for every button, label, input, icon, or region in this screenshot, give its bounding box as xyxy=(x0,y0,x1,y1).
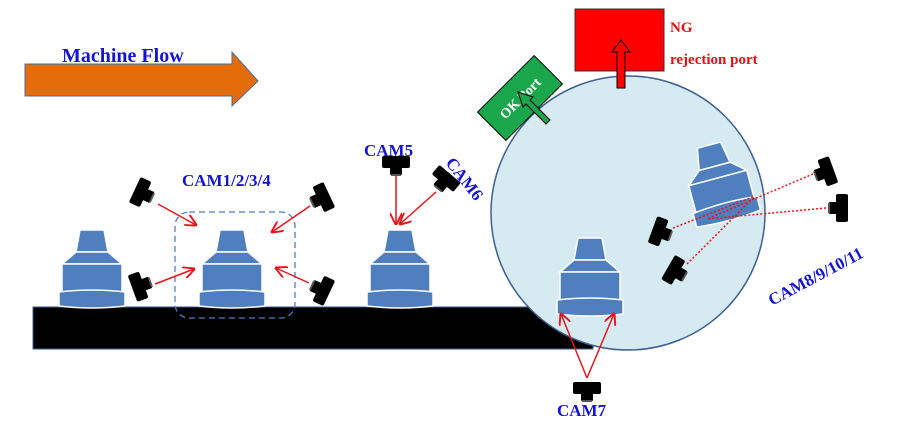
cam891011-label: CAM8/9/10/11 xyxy=(765,244,866,310)
ray-cam9 xyxy=(686,195,756,265)
ray-cam3 xyxy=(272,205,311,232)
camera-5 xyxy=(382,156,410,176)
bottle-3 xyxy=(366,229,434,309)
camera-1 xyxy=(128,176,159,211)
ray-cam7-left xyxy=(561,314,588,379)
camera-10 xyxy=(809,156,839,190)
machine-flow-label: Machine Flow xyxy=(62,45,184,67)
cam1234-label: CAM1/2/3/4 xyxy=(182,171,271,190)
camera-2 xyxy=(127,268,157,302)
inspection-zone xyxy=(174,211,296,319)
machine-flow-arrow xyxy=(24,50,259,108)
ray-cam7-right xyxy=(586,314,614,379)
ok-direction-arrow xyxy=(517,91,551,125)
ray-cam6 xyxy=(400,191,437,224)
camera-7 xyxy=(573,382,601,402)
conveyor-belt xyxy=(32,306,594,350)
ray-cam1 xyxy=(157,203,196,225)
camera-3 xyxy=(305,181,336,216)
bottle-2 xyxy=(198,229,266,309)
rejection-port-label: rejection port xyxy=(670,52,758,68)
ng-label: NG xyxy=(670,20,693,36)
bottle-1 xyxy=(58,229,126,309)
camera-11 xyxy=(828,194,848,222)
ng-direction-arrow xyxy=(611,39,631,89)
ray-cam4 xyxy=(276,268,310,284)
camera-4 xyxy=(305,272,336,307)
cam5-label: CAM5 xyxy=(364,141,413,160)
ray-cam10 xyxy=(706,173,814,220)
cam7-label: CAM7 xyxy=(557,401,607,420)
ray-cam8 xyxy=(672,195,756,229)
ray-cam2 xyxy=(154,269,194,285)
